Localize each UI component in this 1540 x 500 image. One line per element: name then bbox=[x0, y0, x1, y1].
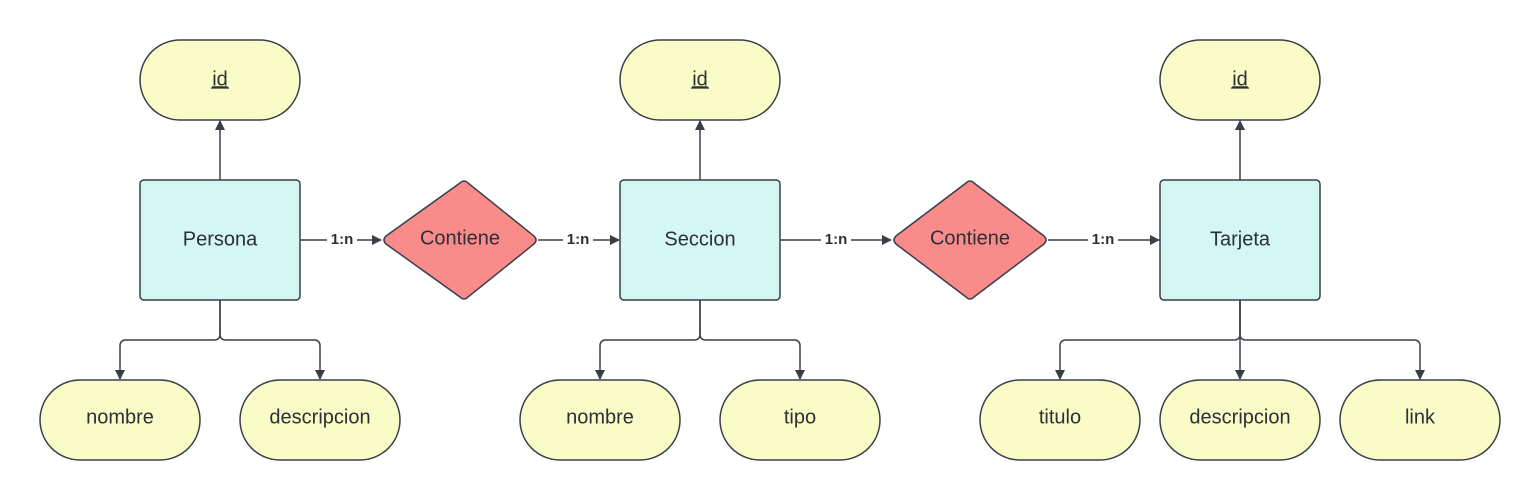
attribute-label: id bbox=[692, 68, 708, 90]
entity-tarjeta[interactable]: Tarjeta bbox=[1159, 179, 1321, 301]
entity-seccion[interactable]: Seccion bbox=[619, 179, 781, 301]
attribute-persona-descripcion[interactable]: descripcion bbox=[239, 379, 401, 461]
attribute-label: id bbox=[212, 68, 228, 90]
relationship-contiene-1[interactable]: Contiene bbox=[383, 180, 537, 300]
attribute-label: descripcion bbox=[1189, 406, 1290, 428]
relationship-label: Contiene bbox=[420, 227, 500, 249]
entity-label: Seccion bbox=[664, 228, 735, 250]
attribute-label: descripcion bbox=[269, 406, 370, 428]
connector-persona-nombre bbox=[115, 300, 221, 380]
relationship-contiene-2[interactable]: Contiene bbox=[893, 180, 1047, 300]
attribute-persona-nombre[interactable]: nombre bbox=[39, 379, 201, 461]
connector-seccion-nombre bbox=[595, 300, 701, 380]
attribute-persona-id[interactable]: id bbox=[139, 39, 301, 121]
connector-tarjeta-link bbox=[1239, 300, 1425, 380]
attribute-label: nombre bbox=[86, 406, 154, 428]
entity-label: Tarjeta bbox=[1210, 228, 1271, 250]
attribute-tarjeta-id[interactable]: id bbox=[1159, 39, 1321, 121]
cardinality-persona-contiene-1: 1:n bbox=[331, 231, 354, 248]
connector-tarjeta-titulo bbox=[1055, 300, 1241, 380]
attribute-seccion-nombre[interactable]: nombre bbox=[519, 379, 681, 461]
attribute-label: nombre bbox=[566, 406, 634, 428]
cardinality-contiene-1-seccion: 1:n bbox=[567, 231, 590, 248]
relationship-label: Contiene bbox=[930, 227, 1010, 249]
cardinality-labels: 1:n 1:n 1:n 1:n bbox=[327, 229, 1118, 249]
attribute-tarjeta-titulo[interactable]: titulo bbox=[979, 379, 1141, 461]
attribute-seccion-tipo[interactable]: tipo bbox=[719, 379, 881, 461]
connector-persona-descripcion bbox=[219, 300, 325, 380]
attribute-seccion-id[interactable]: id bbox=[619, 39, 781, 121]
attribute-label: titulo bbox=[1039, 406, 1081, 428]
attribute-label: id bbox=[1232, 68, 1248, 90]
entity-label: Persona bbox=[183, 228, 258, 250]
attribute-tarjeta-link[interactable]: link bbox=[1339, 379, 1501, 461]
attribute-label: tipo bbox=[784, 406, 816, 428]
connector-seccion-tipo bbox=[699, 300, 805, 380]
entity-persona[interactable]: Persona bbox=[139, 179, 301, 301]
cardinality-seccion-contiene-2: 1:n bbox=[825, 231, 848, 248]
attribute-tarjeta-descripcion[interactable]: descripcion bbox=[1159, 379, 1321, 461]
cardinality-contiene-2-tarjeta: 1:n bbox=[1092, 231, 1115, 248]
attribute-label: link bbox=[1405, 406, 1436, 428]
